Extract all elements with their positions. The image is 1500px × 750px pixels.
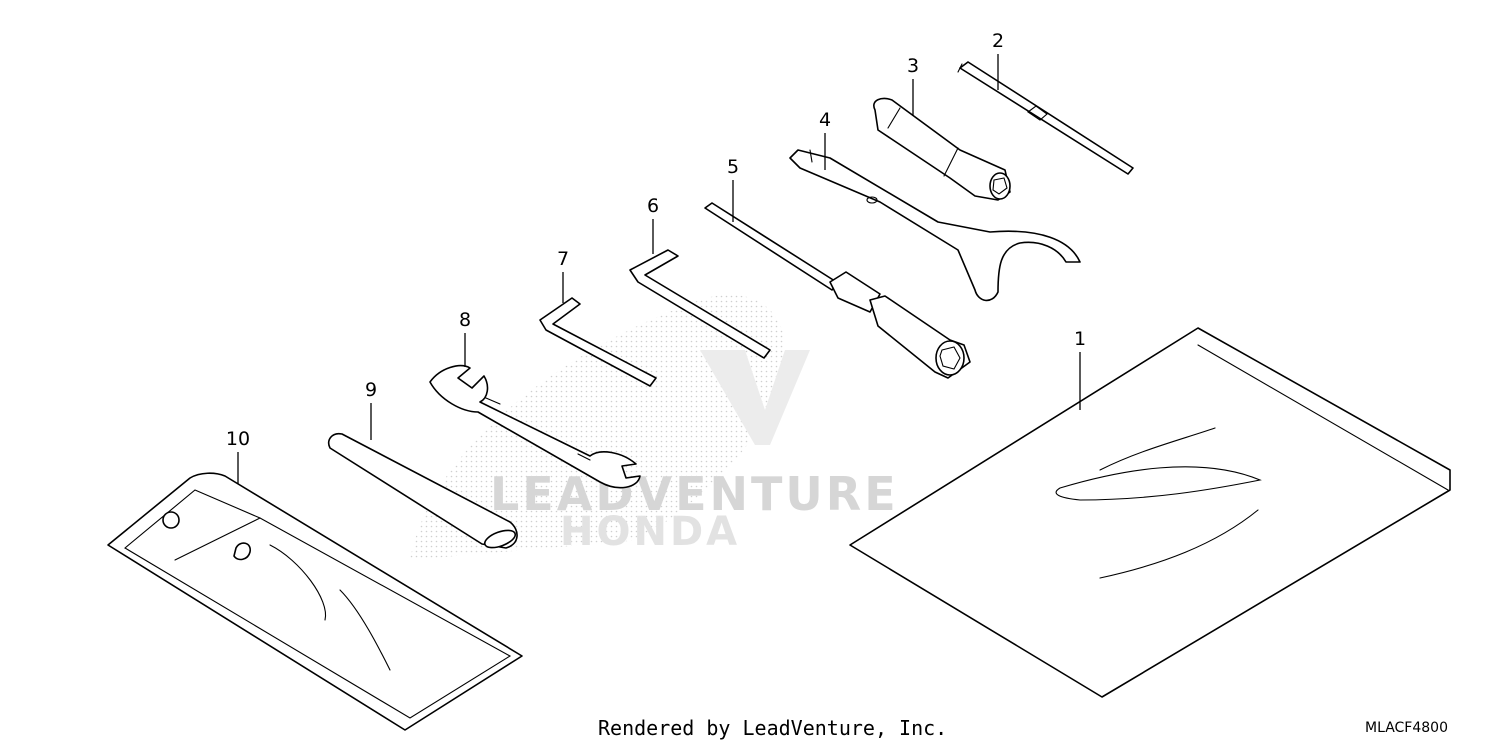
part-8-open-wrench (429, 364, 641, 489)
callout-6-label: 6 (647, 195, 659, 217)
watermark: LEADVENTURE HONDA (410, 294, 899, 560)
render-credit: Rendered by LeadVenture, Inc. (598, 716, 948, 740)
callout-3-label: 3 (907, 55, 919, 77)
watermark-maker-text: HONDA (560, 509, 740, 555)
watermark-brand-text: LEADVENTURE (490, 467, 899, 521)
part-1-bag (849, 327, 1451, 698)
callout-9-label: 9 (365, 379, 377, 401)
callout-3: 3 (907, 55, 919, 116)
part-5-plug-wrench (704, 202, 971, 379)
part-2-screwdriver-shaft (957, 61, 1134, 175)
callout-2: 2 (992, 30, 1004, 90)
callout-2-label: 2 (992, 30, 1004, 52)
watermark-wing-shape (410, 294, 786, 560)
callout-5-label: 5 (727, 156, 739, 178)
callout-4-label: 4 (819, 109, 831, 131)
callout-5: 5 (727, 156, 739, 222)
part-6-hex-key (629, 249, 771, 359)
callout-7: 7 (557, 248, 569, 303)
callout-8: 8 (459, 309, 471, 367)
part-4-pin-spanner (789, 149, 1081, 302)
callout-10: 10 (226, 428, 250, 484)
callout-6: 6 (647, 195, 659, 254)
callout-1-label: 1 (1074, 328, 1086, 350)
part-10-tool-bag (107, 472, 523, 731)
callout-4: 4 (819, 109, 831, 170)
part-9-sleeve (327, 432, 518, 549)
callout-7-label: 7 (557, 248, 569, 270)
callout-1: 1 (1074, 328, 1086, 410)
part-3-handle (873, 97, 1011, 201)
callout-9: 9 (365, 379, 377, 440)
part-7-hex-key (539, 297, 657, 387)
callout-8-label: 8 (459, 309, 471, 331)
callout-10-label: 10 (226, 428, 250, 450)
watermark-v-logo (700, 350, 810, 445)
diagram-code: MLACF4800 (1365, 720, 1448, 736)
